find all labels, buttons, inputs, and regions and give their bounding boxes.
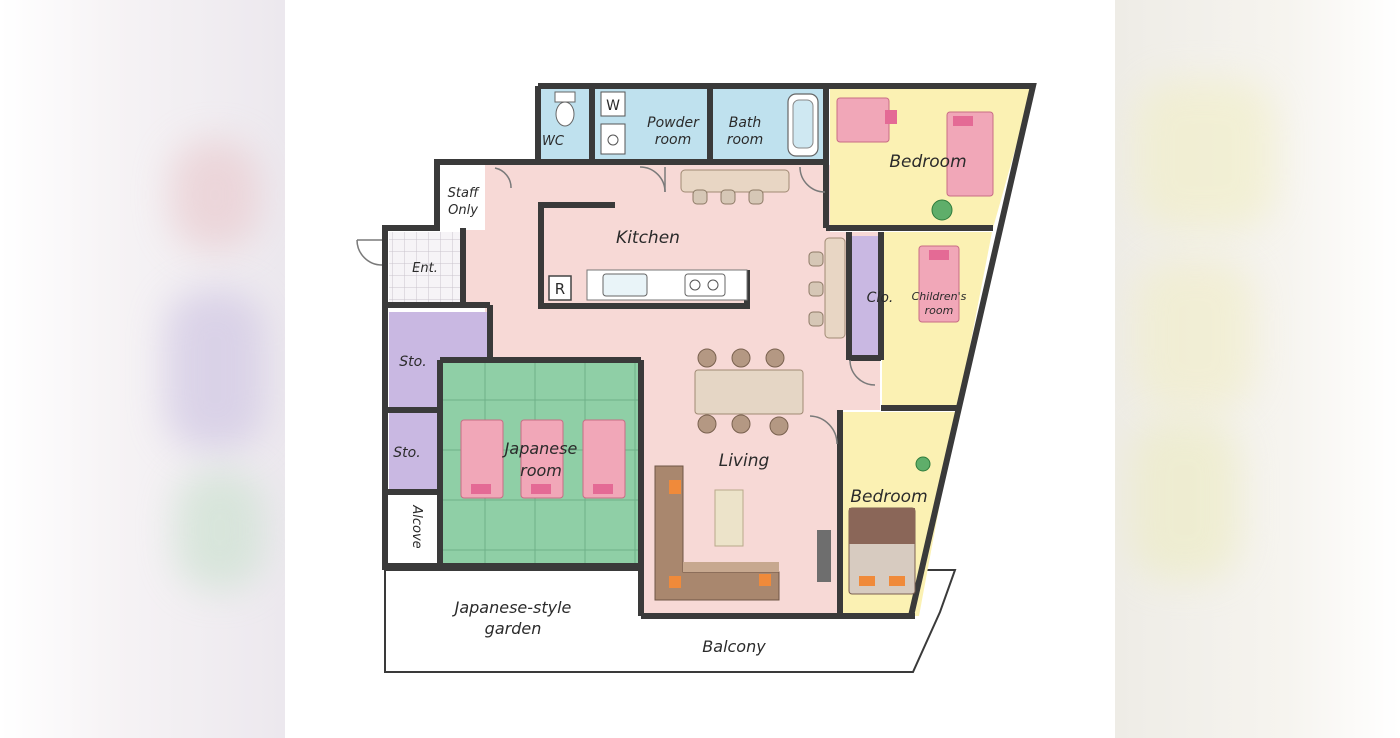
japanese-garden-label-line2: garden: [485, 619, 542, 638]
staff-only-label-line2: Only: [448, 203, 478, 218]
alcove-label: Alcove: [409, 504, 424, 548]
toilet-icon: [554, 91, 576, 127]
entrance-floor: [389, 232, 461, 302]
japanese-garden-label-line1: Japanese-style: [452, 598, 572, 617]
japanese-room-label-line2: room: [520, 461, 562, 480]
bed-icon: [848, 507, 916, 595]
refrigerator-icon: R: [548, 275, 572, 301]
living-label: Living: [719, 451, 770, 471]
sink-icon: [600, 123, 626, 155]
japanese-room-label-line1: Japanese: [502, 439, 578, 458]
bar-stool-icon: [692, 189, 824, 327]
entrance-label: Ent.: [412, 261, 438, 276]
powder-room-label-line2: room: [655, 132, 692, 148]
storage-lower: [389, 412, 437, 490]
washer-icon: W: [600, 91, 626, 117]
bath-room-label-line1: Bath: [729, 115, 762, 131]
staff-only-label-line1: Staff: [448, 186, 480, 201]
balcony-label: Balcony: [702, 637, 766, 656]
blurred-right-margin: [1115, 0, 1400, 738]
bed-icon: [918, 245, 960, 323]
childrens-room-label-line1: Children's: [912, 290, 967, 303]
floor-plan: W R: [356, 83, 1037, 673]
alcove-area: [389, 494, 437, 564]
closet: [852, 236, 881, 356]
bedroom-top-label: Bedroom: [889, 152, 966, 172]
bath-room-label-line2: room: [727, 132, 764, 148]
refrigerator-mark: R: [555, 280, 565, 298]
plant-icon: [915, 456, 931, 472]
closet-label: Clo.: [867, 290, 894, 306]
bed-icon: [460, 419, 626, 499]
bathtub-icon: [787, 93, 819, 157]
storage-lower-label: Sto.: [393, 445, 420, 461]
bedroom-bottom-label: Bedroom: [850, 487, 927, 507]
staff-only-room: [439, 165, 484, 227]
stove-icon: [684, 273, 726, 297]
sink-icon: [602, 273, 648, 297]
washer-mark: W: [606, 98, 620, 114]
sofa-icon: [654, 465, 831, 601]
walls: [382, 83, 1037, 619]
blurred-left-margin: [0, 0, 285, 738]
wc-label: WC: [542, 134, 565, 149]
kitchen-label: Kitchen: [616, 228, 680, 248]
bed-icon: [836, 97, 994, 197]
powder-room-label-line1: Powder: [647, 115, 700, 131]
door-swing-icon: [356, 166, 876, 445]
plant-icon: [931, 199, 953, 221]
storage-upper-label: Sto.: [399, 354, 426, 370]
dining-table-icon: [694, 348, 804, 436]
childrens-room-label-line2: room: [925, 304, 954, 317]
